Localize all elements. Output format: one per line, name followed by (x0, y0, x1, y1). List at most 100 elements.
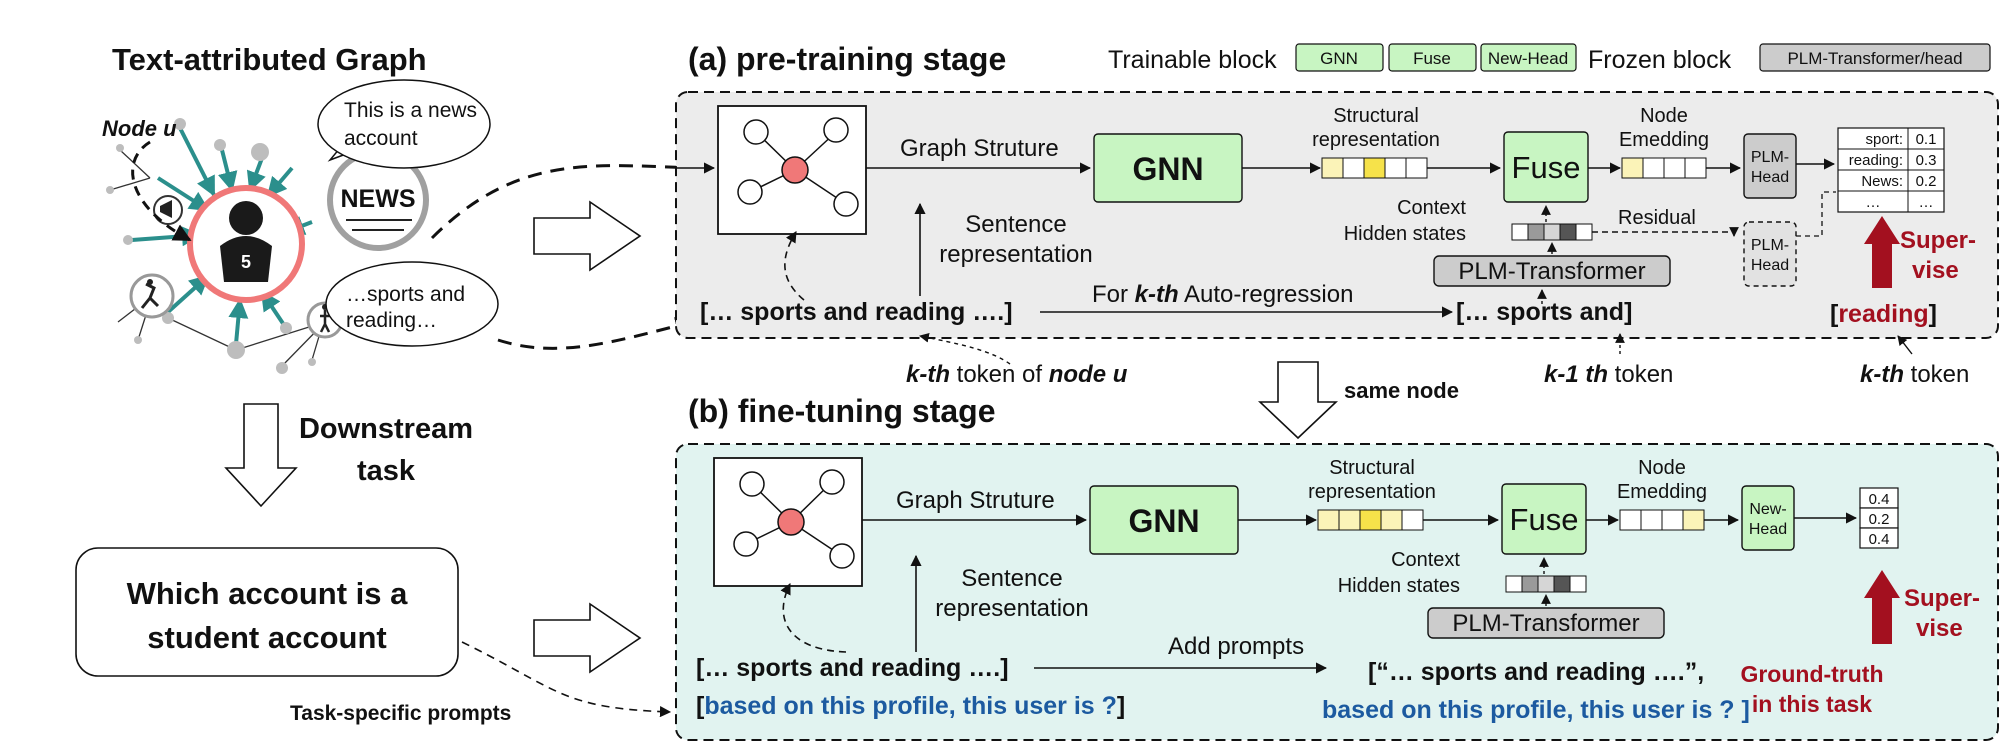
center-node-u: 5 (187, 185, 305, 303)
pretrain-plm-head-label-2: Head (1751, 169, 1789, 186)
legend-chip-fuse-label: Fuse (1413, 49, 1451, 68)
output-value-1: 0.4 (1869, 491, 1890, 508)
finetune-title: (b) fine-tuning stage (688, 393, 996, 429)
downstream-arrow (224, 403, 298, 508)
finetune-sentence: [… sports and reading ….] (696, 654, 1009, 682)
finetune-structural-vector (1317, 509, 1424, 531)
pretrain-prob-table: sport: 0.1 reading: 0.3 News: 0.2 … … (1837, 127, 1945, 213)
finetune-output-vector: 0.4 0.2 0.4 (1859, 487, 1899, 549)
pretrain-graph-box (676, 105, 867, 235)
pretrain-plm-head-dashed-label-2: Head (1751, 257, 1789, 274)
finetuning-panel: (b) fine-tuning stage Graph Struture GNN… (675, 393, 1999, 741)
prob-row-4-label: … (1866, 194, 1881, 211)
prob-row-2-value: 0.3 (1916, 152, 1937, 169)
left-title: Text-attributed Graph (112, 42, 427, 77)
finetune-supervise-arrow (1864, 570, 1900, 644)
token-annotations: k-th token of node u k-1 th token k-th t… (906, 332, 1969, 440)
finetune-node-emb-label-1: Node (1638, 457, 1686, 479)
finetune-sentence-to-node (780, 582, 847, 653)
pretrain-plm-head (1743, 133, 1797, 199)
node-u-label: Node u (102, 116, 177, 141)
finetune-fuse-label: Fuse (1510, 502, 1579, 537)
finetune-context-label-2: Hidden states (1338, 575, 1460, 597)
sports-to-sentence-connector (497, 317, 694, 350)
legend-chip-frozen-label: PLM-Transformer/head (1787, 49, 1962, 68)
to-finetune-arrow (533, 602, 642, 674)
finetune-new-head-label-1: New- (1749, 501, 1786, 518)
legend-chip-frozen (1759, 43, 1991, 72)
pretrain-node-emb-label-2: Emedding (1619, 129, 1709, 151)
news-to-pretrain-connector (430, 158, 702, 240)
megaphone-node (153, 195, 183, 225)
finetune-new-head (1741, 485, 1795, 551)
finetune-node-emb-label-2: Emedding (1617, 481, 1707, 503)
downstream-label-2: task (357, 455, 416, 487)
news-node: NEWS (327, 149, 429, 251)
pretrain-prefix: [… sports and] (1456, 298, 1632, 326)
pretraining-panel: (a) pre-training stage Graph Struture GN… (675, 41, 1999, 339)
reader-node (129, 273, 175, 319)
pretrain-sentence: [… sports and reading ….] (700, 298, 1013, 326)
bubble-sports: …sports and reading… (325, 261, 499, 347)
bubble-news: This is a news account (317, 79, 491, 169)
prob-row-3-label: News: (1861, 173, 1903, 190)
pretrain-context-label-1: Context (1397, 197, 1466, 219)
prob-row-1-label: sport: (1865, 131, 1903, 148)
pretrain-sentence-rep-1: Sentence (965, 211, 1066, 238)
legend-trainable-label: Trainable block (1108, 46, 1277, 74)
finetune-graph-structure-label: Graph Struture (896, 487, 1055, 514)
left-column: Text-attributed Graph (75, 42, 702, 725)
pretrain-structural-vector (1321, 157, 1428, 179)
finetune-structural-label-2: representation (1308, 481, 1436, 503)
finetune-prompt: [based on this profile, this user is ?] (696, 692, 1125, 720)
legend-chip-gnn-label: GNN (1320, 49, 1358, 68)
news-sign: NEWS (341, 185, 416, 213)
prob-row-2-label: reading: (1849, 152, 1903, 169)
prob-row-3-value: 0.2 (1916, 173, 1937, 190)
finetune-plm-transformer (1427, 607, 1665, 639)
finetune-supervise-2: vise (1916, 615, 1963, 642)
pretrain-hidden-states-vector (1511, 223, 1593, 241)
prob-row-4-value: … (1919, 194, 1934, 211)
pretrain-plm-transformer-label: PLM-Transformer (1458, 258, 1645, 285)
ground-truth-1: Ground-truth (1740, 661, 1883, 687)
to-pretrain-arrow (533, 200, 642, 272)
autoregression-label: For k-th Auto-regression (1092, 281, 1353, 308)
pretrain-context-label-2: Hidden states (1344, 223, 1466, 245)
combined-input-line1: [“… sports and reading ….”, (1368, 658, 1704, 686)
finetune-new-head-label-2: Head (1749, 521, 1787, 538)
pretrain-center-node (781, 156, 809, 184)
legend-chip-fuse (1388, 43, 1477, 72)
node-u-pointer (131, 140, 192, 242)
svg-text:5: 5 (241, 252, 251, 272)
output-value-2: 0.2 (1869, 511, 1890, 528)
kth-token-of-node-u: k-th token of node u (906, 361, 1128, 388)
reader-icon (140, 282, 160, 309)
pretrain-supervise-arrow (1864, 216, 1900, 288)
add-prompts-label: Add prompts (1168, 633, 1304, 660)
pretrain-plm-head-label-1: PLM- (1751, 149, 1789, 166)
legend-chip-new-head-label: New-Head (1488, 49, 1568, 68)
pretrain-sentence-to-node (784, 231, 805, 301)
same-node-arrow (1257, 361, 1339, 440)
pretrain-node-embedding-vector (1621, 157, 1707, 179)
pretrain-supervise-2: vise (1912, 257, 1959, 284)
pretrain-supervise-1: Super- (1900, 227, 1976, 254)
pretrain-plm-transformer (1433, 255, 1671, 287)
finetune-supervise-1: Super- (1904, 585, 1980, 612)
football-player-icon: 5 (220, 201, 272, 282)
finetune-structural-label-1: Structural (1329, 457, 1415, 479)
finetune-node-embedding-vector (1619, 509, 1705, 531)
pretrain-title: (a) pre-training stage (688, 41, 1006, 77)
finetune-gnn-label: GNN (1128, 503, 1199, 539)
legend-frozen-label: Frozen block (1588, 46, 1732, 74)
finetune-hidden-states-vector (1505, 575, 1587, 593)
same-node-label: same node (1344, 378, 1459, 403)
bubble-news-line2: account (344, 127, 418, 150)
pretrain-gnn-label: GNN (1132, 151, 1203, 187)
pretrain-structural-label-2: representation (1312, 129, 1440, 151)
prob-row-1-value: 0.1 (1916, 131, 1937, 148)
k-1-th-token: k-1 th token (1544, 361, 1673, 388)
finetune-center-node (777, 508, 805, 536)
